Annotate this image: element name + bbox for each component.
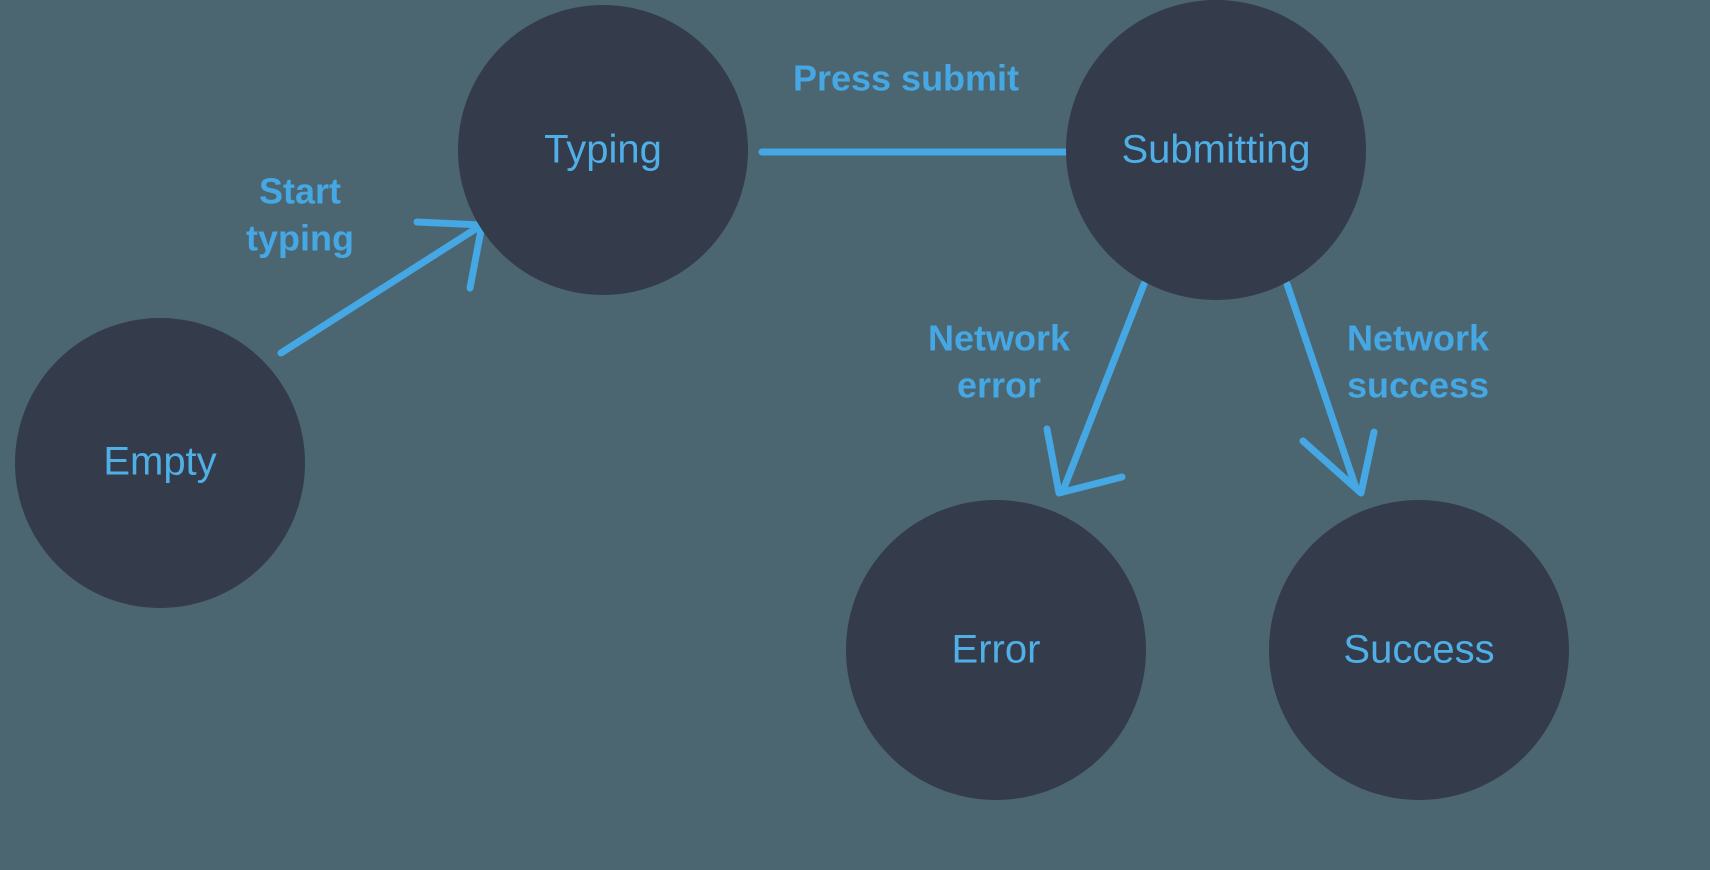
edge-label-press-submit: Press submit <box>793 58 1019 99</box>
edge-label-network-success-line1: Network <box>1347 318 1490 359</box>
node-empty-circle <box>15 318 305 608</box>
node-typing-label: Typing <box>544 128 662 172</box>
node-submitting-label: Submitting <box>1122 128 1311 172</box>
node-error[interactable]: Error <box>846 500 1146 800</box>
node-success-circle <box>1269 500 1569 800</box>
edge-empty-to-typing-line <box>277 224 481 357</box>
edge-submitting-to-error-line <box>1060 280 1148 492</box>
node-submitting[interactable]: Submitting <box>1066 0 1366 300</box>
edge-label-network-success: Network success <box>1347 318 1490 406</box>
node-error-label: Error <box>952 628 1041 672</box>
edge-submitting-to-success-arrowhead <box>1299 428 1378 497</box>
edge-submitting-to-success[interactable] <box>1283 280 1378 497</box>
edge-submitting-to-error-arrowhead <box>1043 425 1126 497</box>
node-submitting-circle <box>1066 0 1366 300</box>
node-success-label: Success <box>1343 628 1494 672</box>
edge-label-network-error: Network error <box>928 318 1071 406</box>
edge-label-start-typing-line2: typing <box>246 218 354 259</box>
node-typing-circle <box>458 5 748 295</box>
node-typing[interactable]: Typing <box>458 5 748 295</box>
edge-submitting-to-error[interactable] <box>1043 280 1148 497</box>
edge-label-start-typing: Start typing <box>246 171 354 259</box>
edge-label-network-error-line1: Network <box>928 318 1071 359</box>
node-error-circle <box>846 500 1146 800</box>
edge-submitting-to-success-line <box>1283 280 1360 492</box>
edge-label-network-error-line2: error <box>957 365 1041 406</box>
edge-label-network-success-line2: success <box>1347 365 1489 406</box>
node-empty[interactable]: Empty <box>15 318 305 608</box>
edge-label-start-typing-line1: Start <box>259 171 341 212</box>
node-empty-label: Empty <box>103 440 216 484</box>
edge-label-press-submit-line1: Press submit <box>793 58 1019 99</box>
node-success[interactable]: Success <box>1269 500 1569 800</box>
